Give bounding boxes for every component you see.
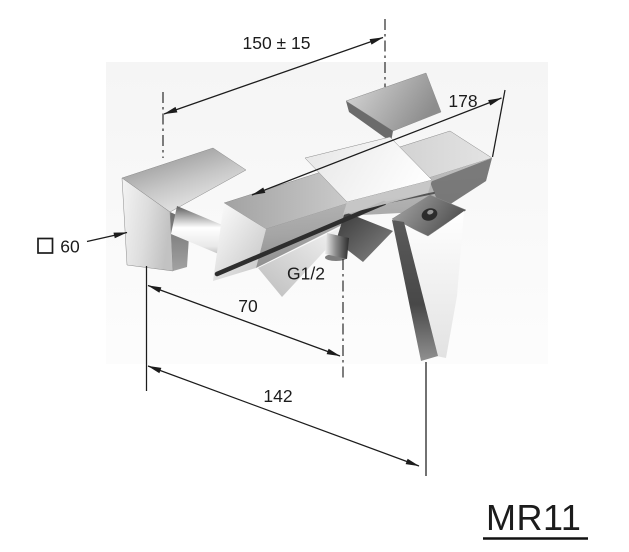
dim-line-outlet-offset xyxy=(147,284,341,357)
handle-lever-front-face xyxy=(402,211,464,358)
dim-line-connection-spacing xyxy=(163,36,384,115)
body-left-end-face xyxy=(213,203,266,281)
dim-line-overall xyxy=(147,365,420,467)
leader-line-escutcheon xyxy=(86,231,128,243)
dim-label-outlet-offset: 70 xyxy=(238,296,258,316)
body-reflection-streak xyxy=(214,200,387,277)
square-symbol-icon xyxy=(37,237,54,254)
handle-lever-side-face xyxy=(392,220,438,361)
dim-label-depth: 178 xyxy=(448,91,477,111)
dimension-annotations: 150 ± 15 178 60 G1/2 70 142 xyxy=(37,19,506,476)
model-number: MR11 xyxy=(483,497,588,540)
dim-label-connection-spacing: 150 ± 15 xyxy=(243,33,311,53)
dim-line-depth xyxy=(251,97,502,196)
model-number-label: MR11 xyxy=(486,497,581,538)
outlet-nipple xyxy=(325,233,349,259)
body-handle-shadow-wedge xyxy=(336,212,393,262)
handle-set-screw xyxy=(421,208,438,221)
dim-label-escutcheon: 60 xyxy=(60,237,80,257)
dim-label-overall: 142 xyxy=(263,386,292,406)
thread-label: G1/2 xyxy=(287,264,325,284)
